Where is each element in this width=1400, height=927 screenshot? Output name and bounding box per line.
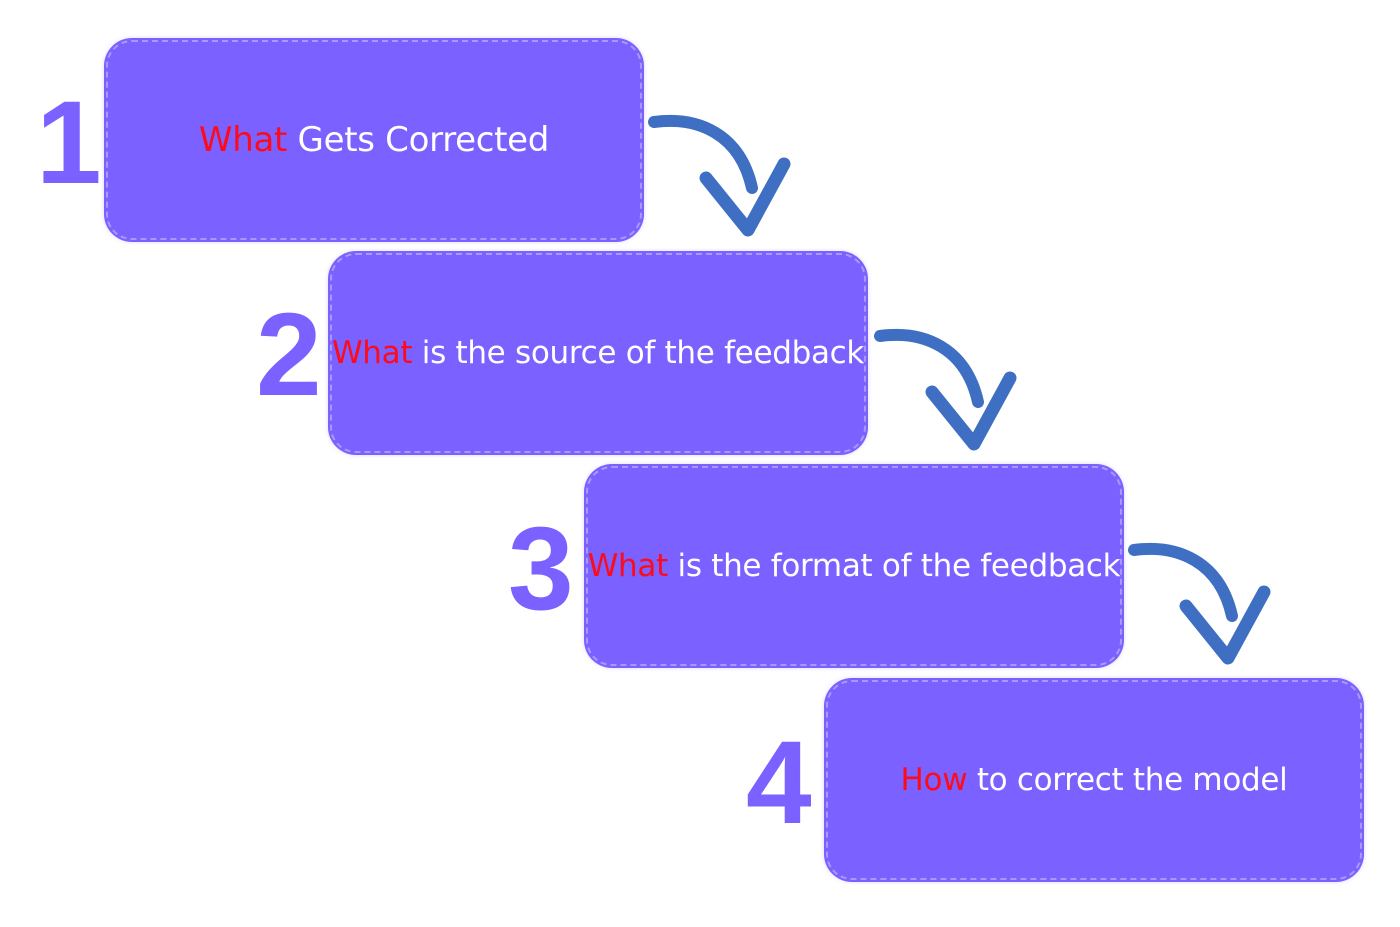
step-3-label: What is the format of the feedback — [588, 548, 1121, 584]
step-2-label: What is the source of the feedback — [332, 335, 864, 371]
arrow-1-to-2-icon — [648, 114, 791, 237]
step-3-text: is the format of the feedback — [667, 548, 1121, 584]
step-3-box: What is the format of the feedback — [586, 466, 1122, 666]
step-4-box: How to correct the model — [826, 680, 1362, 880]
step-1-text: Gets Corrected — [287, 120, 550, 160]
step-4-keyword: How — [900, 762, 968, 798]
step-1-box: What Gets Corrected — [106, 40, 642, 240]
step-2-number: 2 — [256, 289, 322, 421]
step-4-label: How to correct the model — [901, 762, 1288, 798]
step-4-number: 4 — [746, 717, 812, 849]
arrow-2-to-3-icon — [874, 328, 1017, 451]
step-2-text: is the source of the feedback — [412, 335, 865, 371]
step-2-box: What is the source of the feedback — [330, 253, 866, 453]
step-1-keyword: What — [198, 120, 288, 160]
step-3-keyword: What — [587, 548, 669, 584]
arrow-3-to-4-icon — [1128, 542, 1271, 665]
step-2-keyword: What — [331, 335, 413, 371]
step-1-number: 1 — [36, 77, 102, 209]
step-4-text: to correct the model — [967, 762, 1288, 798]
step-1-label: What Gets Corrected — [199, 120, 549, 160]
step-3-number: 3 — [508, 503, 574, 635]
